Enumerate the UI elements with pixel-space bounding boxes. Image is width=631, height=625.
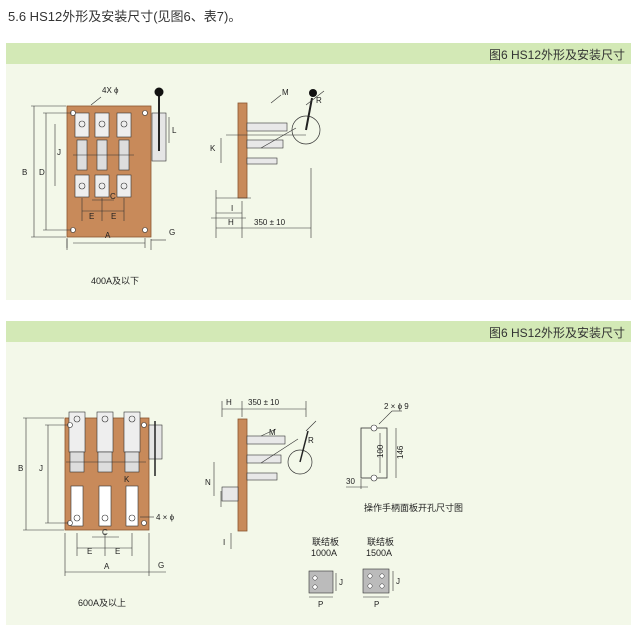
- label-B: B: [22, 168, 27, 177]
- side-base-plate: [237, 102, 248, 199]
- rating-label: 400A及以下: [91, 276, 139, 286]
- handle-arc: [287, 449, 313, 475]
- label-L: L: [172, 126, 177, 135]
- label-holes: 4X ϕ: [102, 86, 119, 95]
- label-E2: E: [111, 212, 116, 221]
- label-M: M: [282, 88, 289, 97]
- operating-handle: [151, 87, 167, 162]
- label-M: M: [269, 428, 276, 437]
- label-E2: E: [115, 547, 120, 556]
- figure-caption: 图6 HS12外形及安装尺寸: [488, 48, 625, 62]
- side-dimension-lines: [211, 90, 325, 238]
- label-G: G: [158, 561, 164, 570]
- side-view: H 350 ± 10 M R N I: [205, 398, 317, 549]
- label-K: K: [210, 144, 216, 153]
- label-J: J: [57, 148, 61, 157]
- label-cutout-holes: 2 × ϕ 9: [384, 402, 409, 411]
- handle-arc: [291, 115, 321, 145]
- label-dim-146: 146: [396, 445, 405, 459]
- label-R: R: [308, 436, 314, 445]
- label-E1: E: [89, 212, 94, 221]
- label-dim-100: 100: [376, 444, 385, 458]
- label-C: C: [102, 528, 108, 537]
- figure-panel-600a: 图6 HS12外形及安装尺寸: [6, 321, 631, 625]
- link-plate-2-P: P: [374, 600, 379, 609]
- handle-knob: [154, 87, 164, 97]
- side-handle-knob: [309, 89, 317, 97]
- label-dim-30: 30: [346, 477, 355, 486]
- link-plate-1500a: 联结板 1500A J P: [362, 536, 400, 609]
- link-plate-1-dims: [309, 573, 337, 598]
- side-dimension-lines: [213, 401, 317, 549]
- label-A: A: [105, 231, 111, 240]
- front-view: B J K 4 × ϕ C E E A G: [18, 411, 175, 576]
- side-base-plate: [237, 418, 248, 532]
- link-plate-2-title: 联结板: [367, 536, 394, 547]
- mounting-holes: [67, 422, 147, 526]
- label-B: B: [18, 464, 23, 473]
- label-G: G: [169, 228, 175, 237]
- lower-terminals: [74, 174, 132, 198]
- rating-label: 600A及以上: [78, 598, 126, 608]
- lower-terminals: [70, 485, 139, 527]
- panel-header: 图6 HS12外形及安装尺寸: [6, 43, 631, 64]
- link-plate-1-P: P: [318, 600, 323, 609]
- dimension-lines: [31, 96, 170, 250]
- switch-drawing-400a: 4X ϕ B D J L C E E A G: [22, 86, 325, 286]
- panel-cutout-drawing: 2 × ϕ 9 100 146 30 操作手柄面板开孔尺寸图: [346, 402, 463, 513]
- cutout-dimension-lines: [346, 410, 402, 489]
- label-J: J: [39, 464, 43, 473]
- label-holes: 4 × ϕ: [156, 513, 175, 522]
- link-plate-2-rating: 1500A: [366, 548, 392, 558]
- side-mechanism: [221, 435, 299, 502]
- figure-panel-400a: 图6 HS12外形及安装尺寸: [6, 43, 631, 300]
- link-plate-1-rating: 1000A: [311, 548, 337, 558]
- label-E1: E: [87, 547, 92, 556]
- contact-blades: [73, 139, 134, 171]
- label-K: K: [124, 475, 130, 484]
- link-plate-1-J: J: [339, 578, 343, 587]
- label-I: I: [223, 538, 225, 547]
- front-view: 4X ϕ B D J L C E E A G: [22, 86, 177, 250]
- label-R: R: [316, 96, 322, 105]
- label-H: H: [226, 398, 232, 407]
- label-depth: 350 ± 10: [248, 398, 280, 407]
- cutout-caption: 操作手柄面板开孔尺寸图: [364, 502, 463, 513]
- label-I: I: [231, 204, 233, 213]
- link-plate-1000a: 联结板 1000A J P: [308, 536, 343, 609]
- label-D: D: [39, 168, 45, 177]
- link-plate-1-title: 联结板: [312, 536, 339, 547]
- section-title: 5.6 HS12外形及安装尺寸(见图6、表7)。: [8, 9, 242, 24]
- figure-caption: 图6 HS12外形及安装尺寸: [488, 326, 625, 340]
- contact-blades: [66, 451, 146, 473]
- link-plate-1-body: [308, 570, 334, 594]
- upper-terminals: [68, 411, 141, 453]
- side-view: M R K I H 350 ± 10: [210, 88, 325, 238]
- link-plate-2-body: [362, 568, 390, 594]
- label-H: H: [228, 218, 234, 227]
- dimension-lines: [23, 417, 166, 576]
- upper-terminals: [74, 112, 132, 138]
- switch-drawing-600a: B J K 4 × ϕ C E E A G: [18, 398, 463, 609]
- panel-header: 图6 HS12外形及安装尺寸: [6, 321, 631, 342]
- label-N: N: [205, 478, 211, 487]
- operating-handle: [148, 421, 163, 476]
- label-A: A: [104, 562, 110, 571]
- link-plate-2-dims: [363, 571, 394, 598]
- label-depth: 350 ± 10: [254, 218, 286, 227]
- link-plate-2-J: J: [396, 577, 400, 586]
- label-C: C: [110, 192, 116, 201]
